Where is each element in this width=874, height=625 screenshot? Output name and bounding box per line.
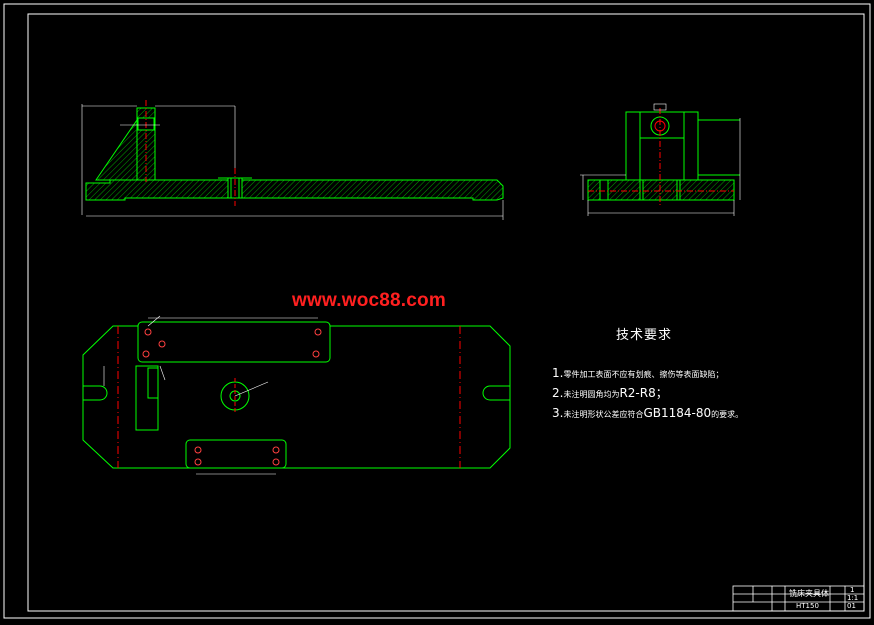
sheet: 01 (847, 602, 856, 610)
top-view-left-slot (83, 385, 108, 401)
top-view-holes (142, 328, 322, 466)
requirement-1: 1.零件加工表面不应有划痕、擦伤等表面缺陷； (552, 366, 724, 380)
top-view-outline (82, 325, 511, 469)
requirements-title: 技术要求 (616, 328, 673, 343)
scale: 1:1 (847, 594, 858, 602)
requirement-2: 2.未注明圆角均为R2-R8； (552, 386, 668, 400)
side-view-upright (625, 111, 699, 181)
requirement-3: 3.未注明形状公差应符合GB1184-80的要求。 (552, 406, 744, 420)
top-view-upper-plate (137, 321, 331, 363)
front-view-base (85, 179, 504, 201)
title-block-text: 铣床夹具体 HT150 1:1 01 1 (789, 586, 858, 610)
top-view-lower-plate (185, 439, 287, 469)
side-view (580, 103, 741, 216)
front-view (81, 100, 504, 220)
count: 1 (850, 586, 854, 594)
watermark-text: www.woc88.com (292, 290, 446, 311)
title-block (732, 585, 865, 612)
material: HT150 (796, 602, 819, 610)
front-view-rib (95, 118, 138, 181)
top-view (82, 315, 511, 475)
top-view-right-slot (482, 385, 510, 401)
outer-border (3, 3, 871, 619)
part-name: 铣床夹具体 (789, 588, 829, 598)
inner-border (27, 13, 865, 612)
